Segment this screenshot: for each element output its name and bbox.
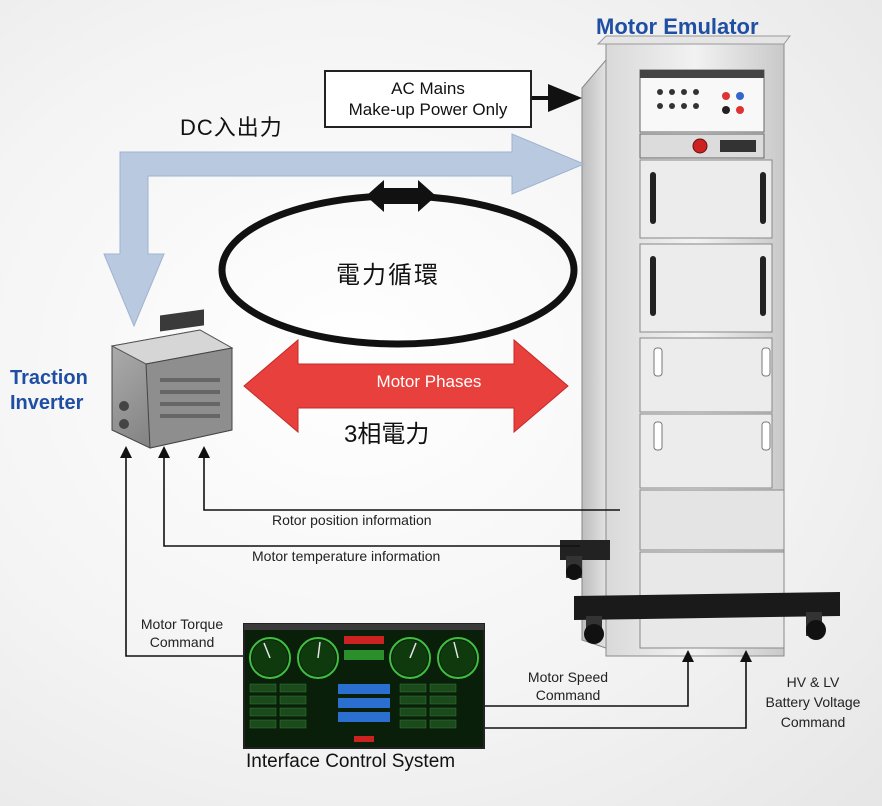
interface-control-screen [243,623,485,749]
three-phase-label: 3相電力 [344,421,430,448]
dc-io-label: DC入出力 [180,115,283,140]
battery-command-label: HV & LV Battery Voltage Command [754,672,872,732]
motor-temperature-label: Motor temperature information [252,548,441,564]
motor-emulator-cabinet [560,35,840,657]
torque-command-line [125,456,246,657]
traction-title-line2: Inverter [10,392,84,414]
battery-label-line1: HV & LV [786,674,840,690]
speed-command-label: Motor Speed Command [520,668,616,704]
ac-mains-line2: Make-up Power Only [348,100,508,119]
rotor-position-label: Rotor position information [272,512,432,528]
motor-emulator-title: Motor Emulator [596,14,759,39]
motor-phases-label: Motor Phases [376,372,482,391]
torque-label-line1: Motor Torque [140,616,224,632]
motor-phases-arrow [243,338,569,434]
speed-label-line1: Motor Speed [527,669,609,685]
battery-label-line2: Battery Voltage [765,694,861,710]
traction-inverter-title: Traction Inverter [10,366,88,416]
traction-title-line1: Traction [10,367,88,389]
speed-label-line2: Command [535,687,601,703]
traction-inverter-device [110,309,234,449]
loop-double-arrow [366,180,436,212]
torque-command-label: Motor Torque Command [132,615,232,651]
motor-temperature-line [163,456,580,547]
rotor-position-line [203,456,620,511]
ac-mains-box: AC Mains Make-up Power Only [324,70,532,128]
interface-control-system-label: Interface Control System [246,751,456,772]
speed-command-line [484,660,689,707]
torque-label-line2: Command [149,634,215,650]
dc-power-arrow [103,133,586,328]
battery-command-line [484,660,747,729]
ac-mains-arrow [532,84,582,112]
ac-mains-line1: AC Mains [391,79,465,98]
power-loop-label: 電力循環 [336,262,440,289]
battery-label-line3: Command [780,714,846,730]
